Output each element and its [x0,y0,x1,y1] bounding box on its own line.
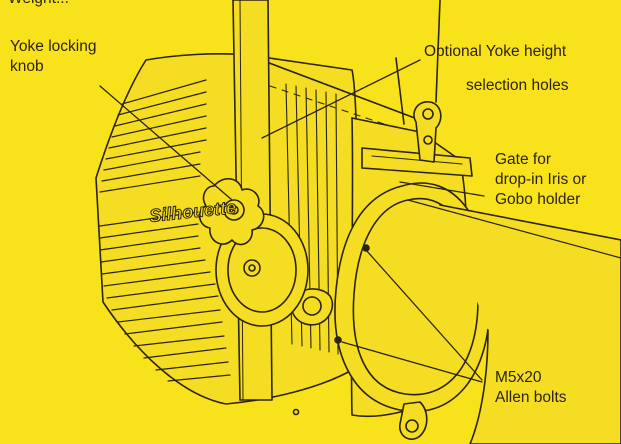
leader-bolts-2 [341,341,483,383]
label-yoke-knob: Yoke locking knob [10,37,96,77]
top-lug [413,101,442,163]
label-gate-line1: Gate for [495,151,551,168]
label-bolts-line1: M5x20 [495,369,542,386]
label-yoke-knob-line1: Yoke locking [10,38,97,55]
leader-gate [399,181,485,197]
label-gate-line2: drop-in Iris or [495,171,587,188]
label-yoke-knob-line2: knob [10,58,44,75]
label-yoke-holes-line1: Optional Yoke height [424,43,567,60]
leader-yoke-holes [261,59,421,139]
label-gate-line3: Gobo holder [495,191,581,208]
cooling-fins [99,79,231,382]
leader-bolts-1 [365,249,483,381]
yoke-right-wire [435,0,441,103]
leader-lines [99,59,485,383]
top-cropped-text: Weight... [8,0,69,9]
label-yoke-holes-line2: selection holes [466,77,569,94]
lens-barrel [439,204,621,444]
label-bolts: M5x20 Allen bolts [495,368,567,408]
label-bolts-line2: Allen bolts [495,389,567,406]
leader-yoke-knob [99,85,233,201]
label-gate: Gate for drop-in Iris or Gobo holder [495,150,586,210]
